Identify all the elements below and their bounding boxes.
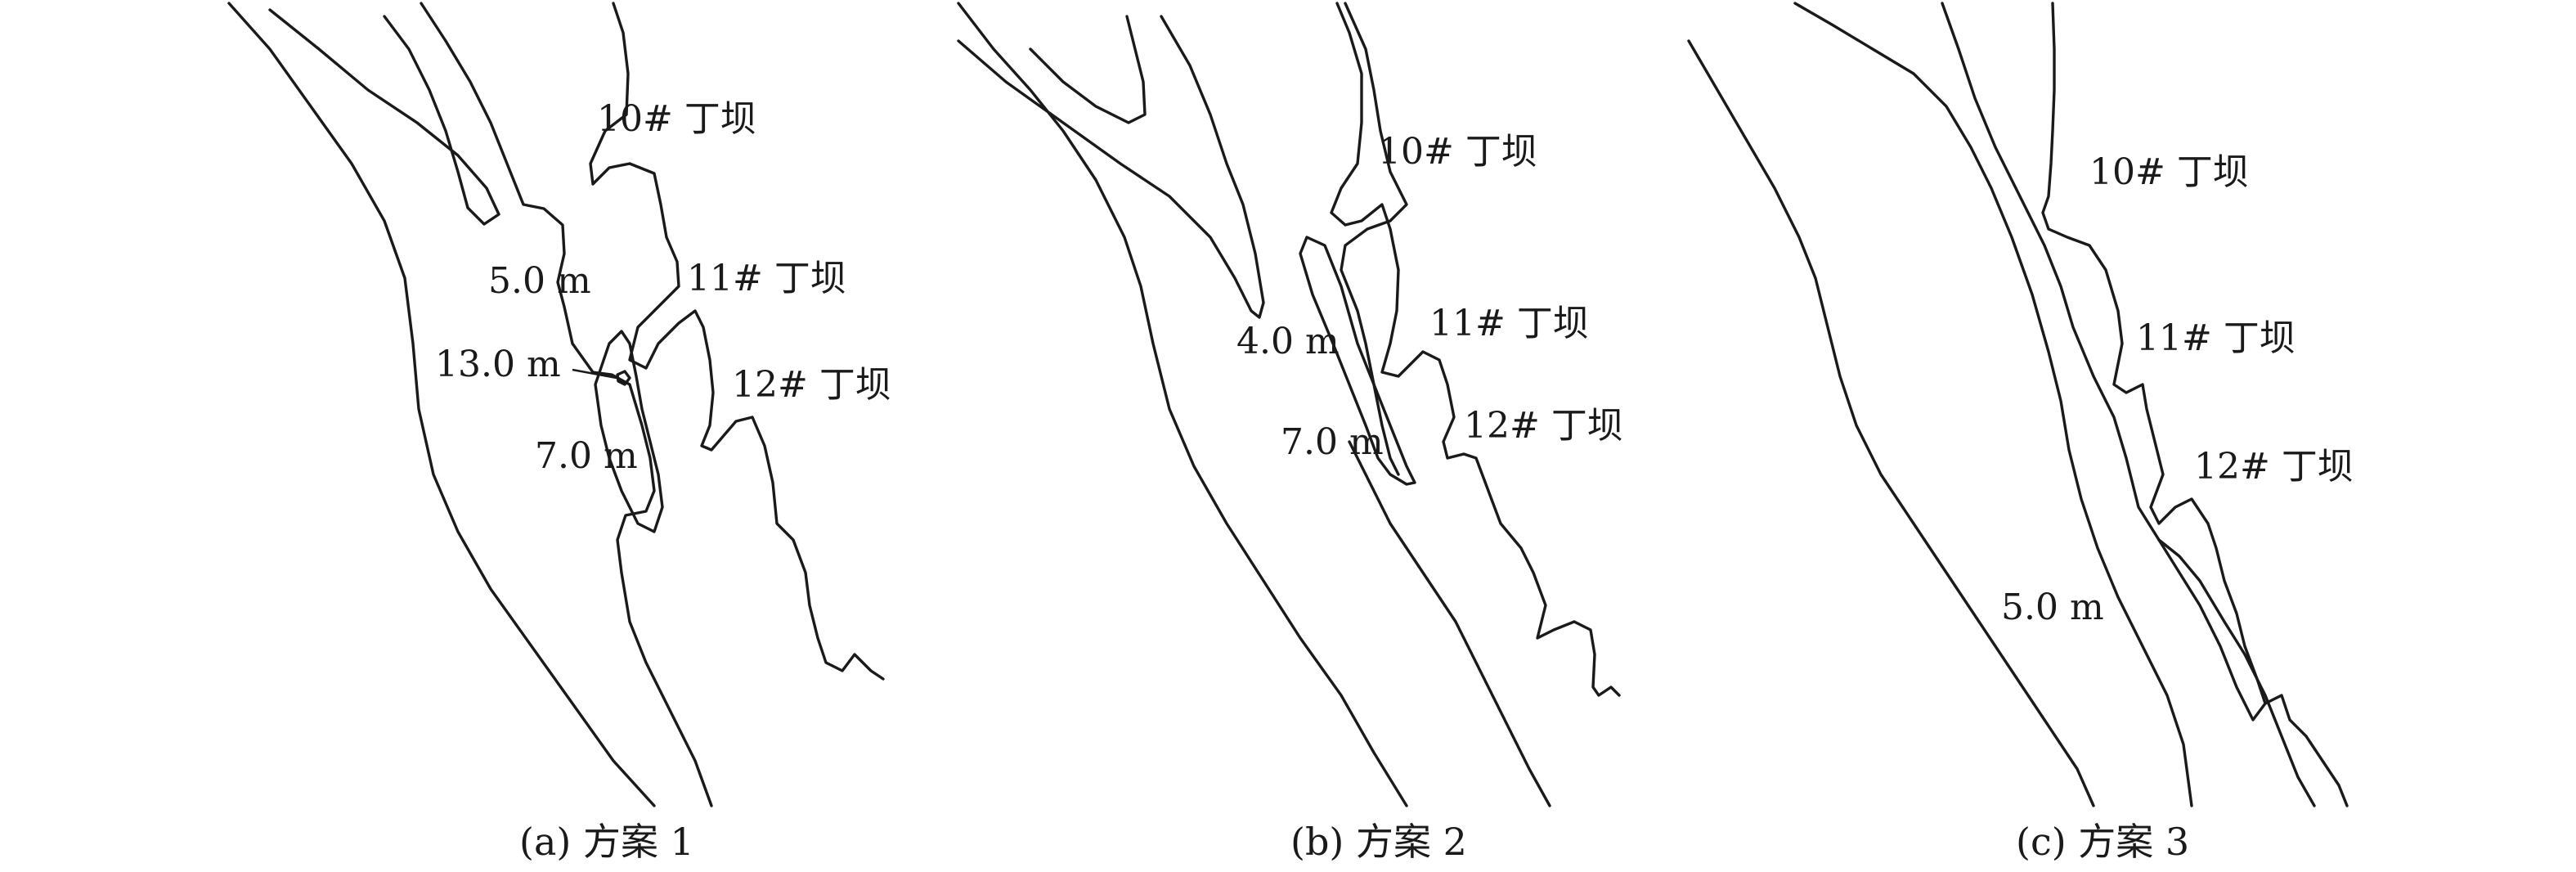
panel-b-label-depth-4m: 4.0 m bbox=[1236, 321, 1340, 362]
panel-c-caption: (c) 方案 3 bbox=[2016, 820, 2189, 864]
panel-c-label-dam-10: 10# 丁坝 bbox=[2089, 151, 2249, 193]
panel-b-left-bank bbox=[957, 2, 1408, 807]
panel-b-label-dam-11: 11# 丁坝 bbox=[1429, 303, 1589, 344]
panel-c-inner-bank bbox=[2157, 538, 2267, 721]
panel-b-contour-4m bbox=[1340, 2, 1408, 476]
panel-b-label-dam-10: 10# 丁坝 bbox=[1378, 131, 1537, 173]
panel-b-caption: (b) 方案 2 bbox=[1290, 820, 1467, 864]
panel-a-label-dam-10: 10# 丁坝 bbox=[597, 98, 756, 140]
panel-b-upper-island bbox=[957, 15, 1265, 319]
panel-c: 10# 丁坝 11# 丁坝 12# 丁坝 5.0 m (c) 方案 3 bbox=[1687, 2, 2354, 864]
panel-a-label-depth-5m: 5.0 m bbox=[488, 260, 591, 302]
panel-a-upper-island bbox=[268, 8, 500, 226]
panel-a-label-depth-7m: 7.0 m bbox=[535, 435, 638, 477]
panel-a-leader-13m bbox=[572, 368, 617, 380]
panel-c-right-bank bbox=[2041, 2, 2349, 807]
panel-c-label-dam-12: 12# 丁坝 bbox=[2194, 446, 2354, 488]
panel-b-right-bank bbox=[1330, 2, 1621, 697]
panel-b-contour-7m bbox=[1299, 236, 1416, 486]
panel-c-label-dam-11: 11# 丁坝 bbox=[2136, 317, 2296, 359]
panel-a-left-bank bbox=[227, 2, 656, 807]
panel-a-contour-5m bbox=[420, 2, 713, 807]
panel-a-contour-7m bbox=[594, 330, 664, 533]
panel-a-label-dam-11: 11# 丁坝 bbox=[687, 258, 846, 299]
panel-c-contour-5m bbox=[1793, 2, 2193, 807]
panel-b-label-depth-7m: 7.0 m bbox=[1281, 421, 1384, 463]
panel-b-channel bbox=[1348, 440, 1551, 807]
panel-a-contour-13m bbox=[616, 370, 631, 386]
panel-a: 10# 丁坝 11# 丁坝 12# 丁坝 5.0 m 13.0 m 7.0 m … bbox=[227, 2, 891, 864]
panel-c-label-depth-5m: 5.0 m bbox=[2001, 587, 2104, 628]
panel-b-label-dam-12: 12# 丁坝 bbox=[1464, 405, 1623, 447]
panel-a-caption: (a) 方案 1 bbox=[519, 820, 694, 864]
panel-a-label-depth-13m: 13.0 m bbox=[435, 344, 561, 385]
panel-b-upper-blob bbox=[1029, 15, 1147, 124]
panel-b: 10# 丁坝 11# 丁坝 12# 丁坝 4.0 m 7.0 m (b) 方案 … bbox=[957, 2, 1623, 864]
panel-a-right-bank bbox=[589, 2, 885, 681]
panel-a-label-dam-12: 12# 丁坝 bbox=[732, 364, 891, 406]
panel-c-left-bank bbox=[1687, 39, 2095, 807]
